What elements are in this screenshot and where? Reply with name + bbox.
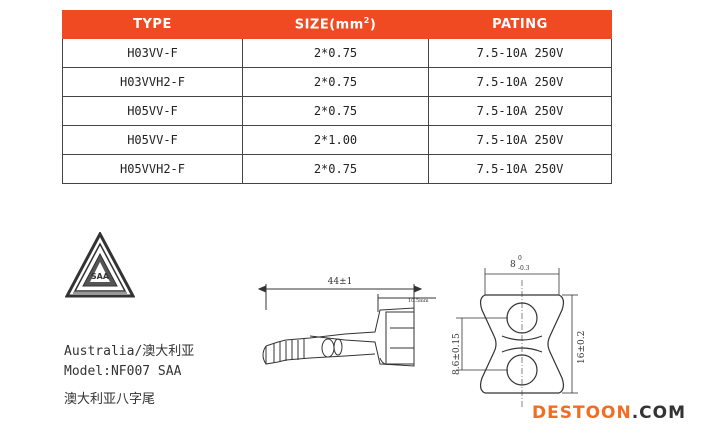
cell-rating: 7.5-10A 250V: [428, 125, 612, 155]
length-dimension: 44±1: [328, 277, 353, 287]
width-dimension-upper: 0: [518, 255, 522, 262]
cell-type: H05VV-F: [62, 125, 243, 155]
connector-technical-drawing: 44±1 10.5mm 8 0 -0.3 8.6±0.15 16±0.2: [257, 255, 587, 408]
table-row: H05VV-F 2*0.75 7.5-10A 250V: [62, 96, 612, 126]
table-row: H05VVH2-F 2*0.75 7.5-10A 250V: [62, 154, 612, 184]
saa-certification-logo: SAA: [65, 232, 135, 298]
header-rating: PATING: [428, 10, 612, 39]
destoon-watermark: DESTOON.COM: [532, 403, 686, 423]
connector-front-view: [479, 280, 565, 408]
cell-size: 2*0.75: [242, 38, 429, 68]
header-size: SIZE(mm2): [242, 10, 429, 39]
front-view-dimensions: [456, 268, 578, 394]
spec-table: TYPE SIZE(mm2) PATING H03VV-F 2*0.75 7.5…: [62, 10, 612, 184]
cell-type: H05VVH2-F: [62, 154, 243, 184]
caption-model: Model:NF007 SAA: [64, 364, 182, 379]
table-header-row: TYPE SIZE(mm2) PATING: [62, 10, 612, 39]
width-dimension-lower: -0.3: [518, 265, 530, 272]
cell-size: 2*1.00: [242, 125, 429, 155]
cell-size: 2*0.75: [242, 154, 429, 184]
watermark-dot: .: [631, 403, 640, 423]
cell-type: H03VVH2-F: [62, 67, 243, 97]
header-size-sup: 2: [363, 16, 370, 26]
watermark-brand: DESTOON: [532, 403, 632, 423]
header-size-close: ): [369, 17, 377, 33]
cell-type: H03VV-F: [62, 38, 243, 68]
offset-dimension: 10.5mm: [408, 298, 429, 304]
connector-side-view: [257, 284, 436, 367]
cell-size: 2*0.75: [242, 96, 429, 126]
height-dimension: 16±0.2: [577, 331, 587, 364]
cell-size: 2*0.75: [242, 67, 429, 97]
table-row: H05VV-F 2*1.00 7.5-10A 250V: [62, 125, 612, 155]
cell-rating: 7.5-10A 250V: [428, 67, 612, 97]
header-size-label: SIZE(mm: [294, 17, 364, 33]
pin-spacing-dimension: 8.6±0.15: [452, 333, 462, 375]
cell-rating: 7.5-10A 250V: [428, 96, 612, 126]
header-type: TYPE: [62, 10, 243, 39]
table-row: H03VVH2-F 2*0.75 7.5-10A 250V: [62, 67, 612, 97]
caption-description: 澳大利亚八字尾: [64, 392, 156, 407]
caption-region: Australia/澳大利亚: [64, 344, 195, 359]
cell-rating: 7.5-10A 250V: [428, 38, 612, 68]
watermark-tld: COM: [639, 403, 687, 423]
width-dimension-base: 8: [510, 260, 516, 270]
cell-type: H05VV-F: [62, 96, 243, 126]
table-row: H03VV-F 2*0.75 7.5-10A 250V: [62, 38, 612, 68]
logo-letters: SAA: [91, 272, 110, 281]
cell-rating: 7.5-10A 250V: [428, 154, 612, 184]
